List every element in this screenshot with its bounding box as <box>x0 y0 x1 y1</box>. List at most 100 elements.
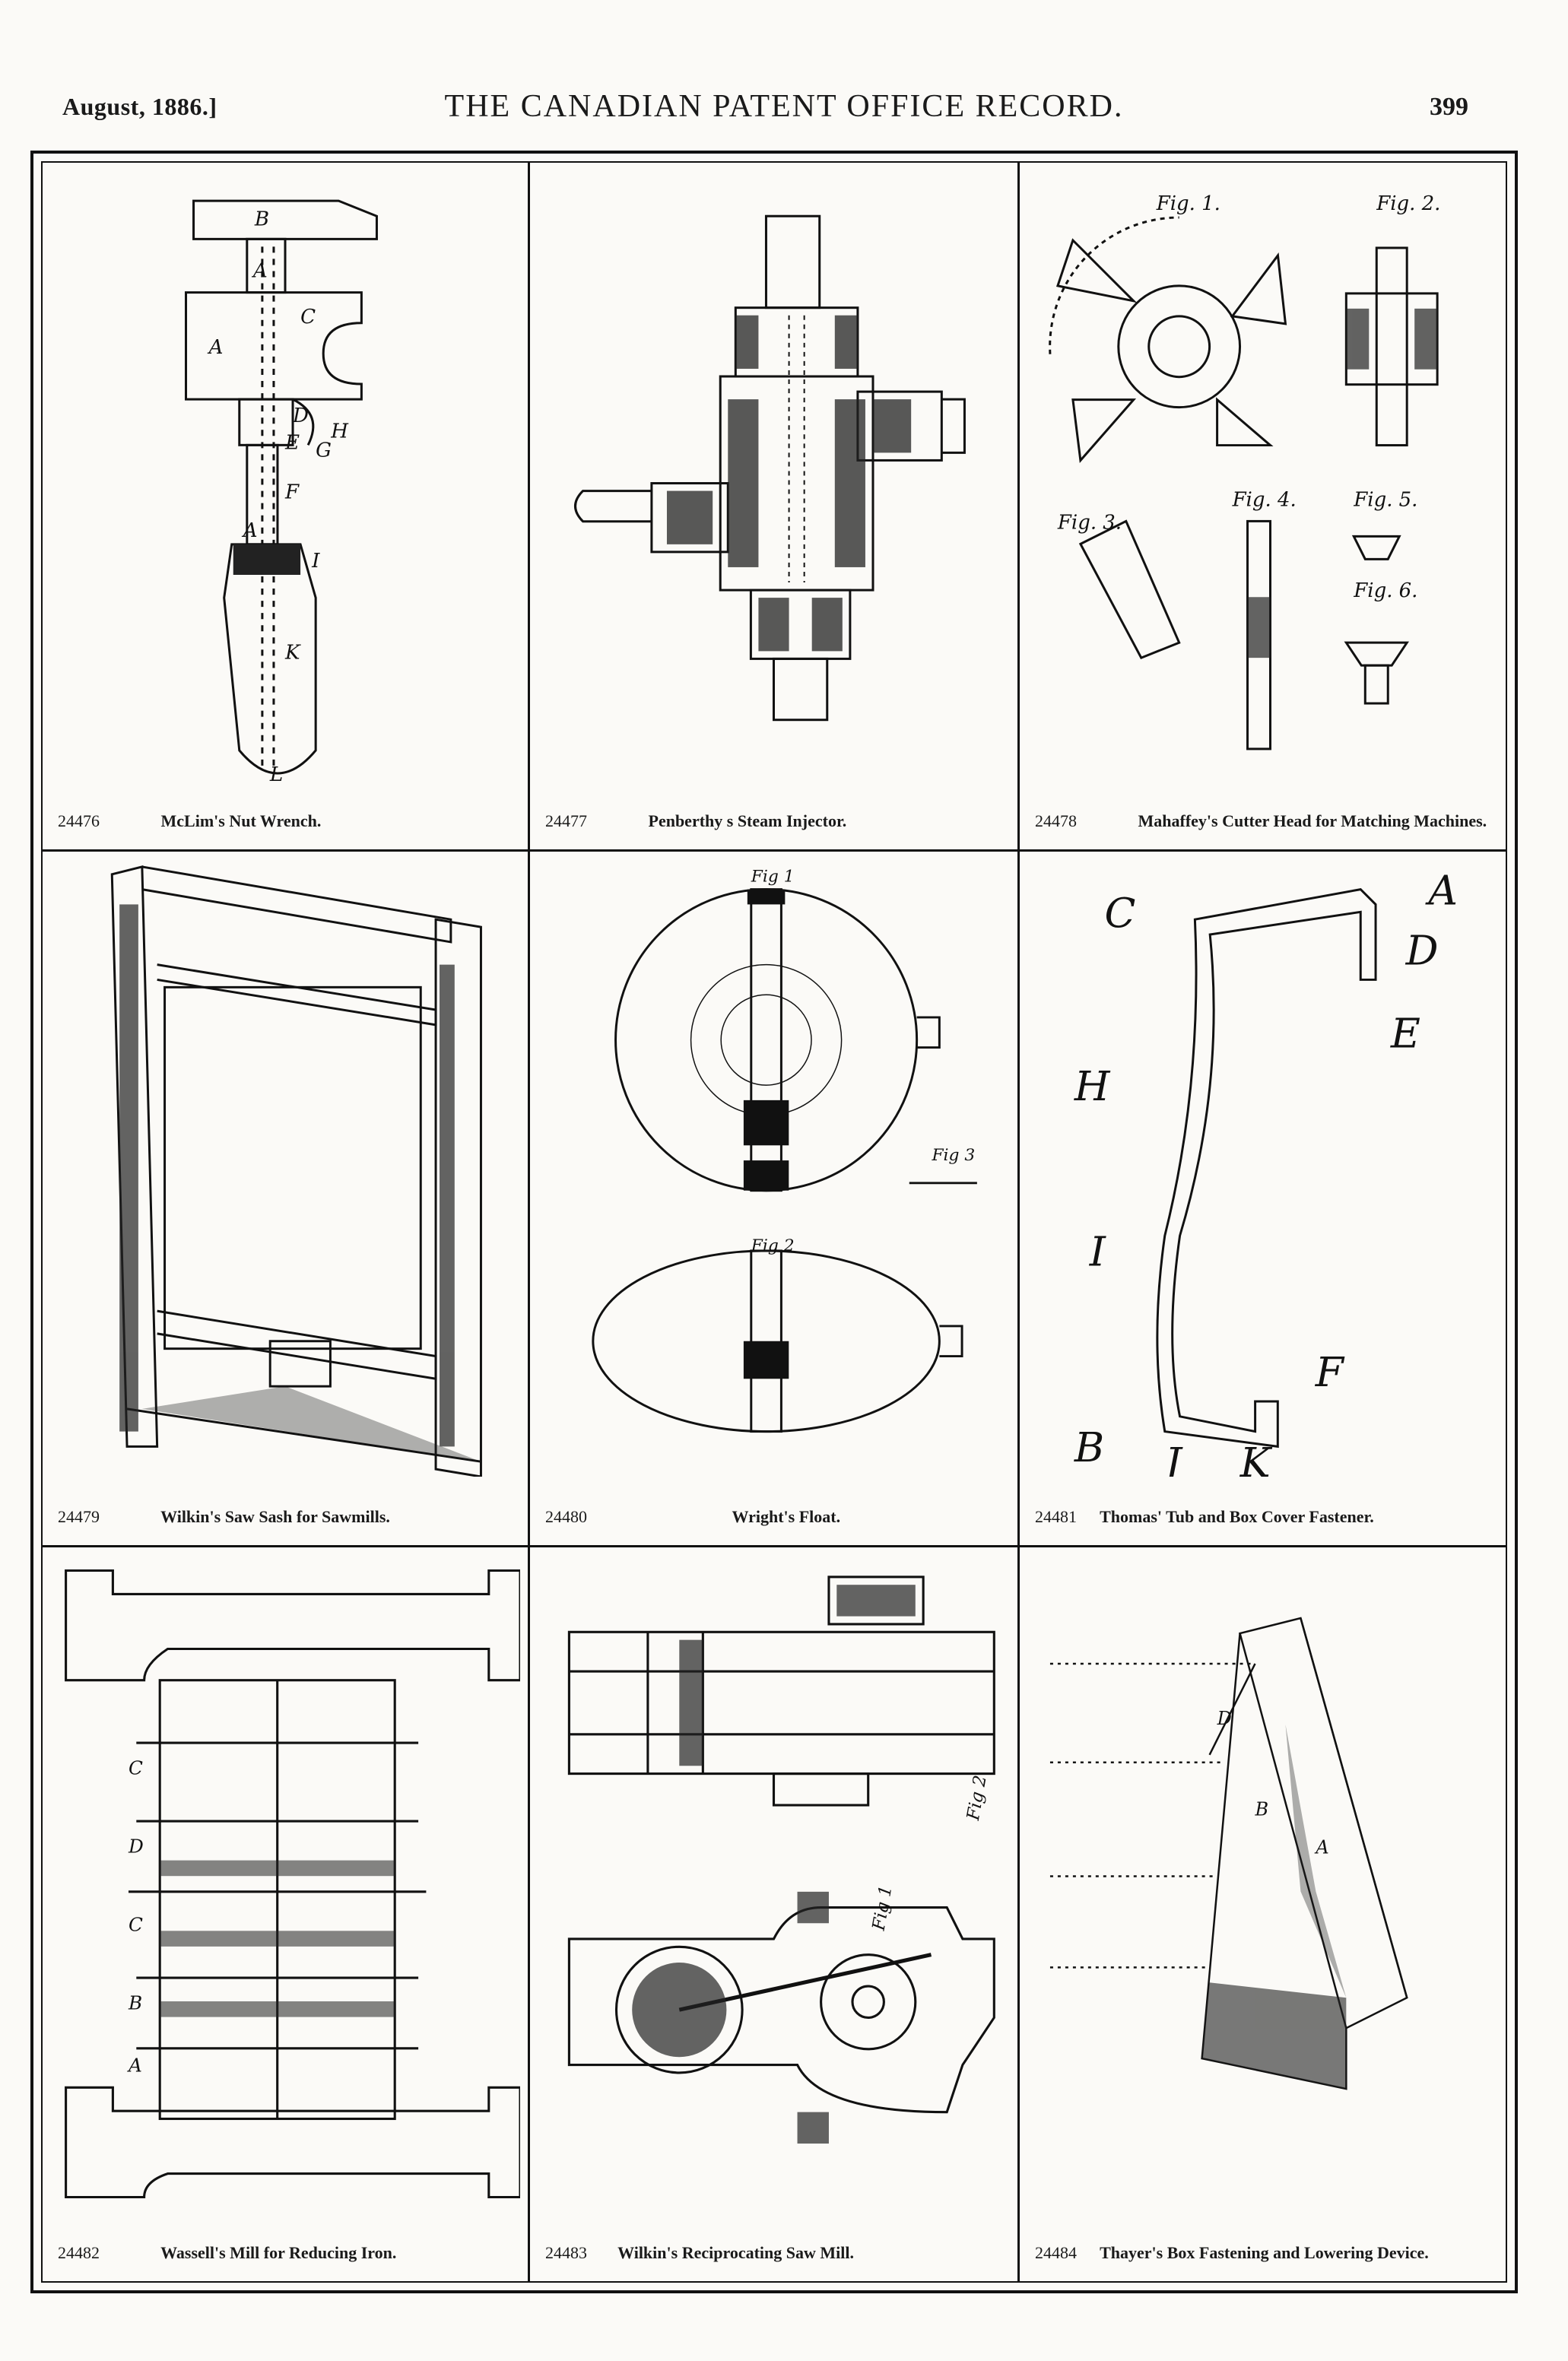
patent-caption: 24484 Thayer's Box Fastening and Lowerin… <box>1035 2242 1493 2264</box>
wrench-label: D <box>292 405 309 427</box>
cutter-drawing: Fig. 1. Fig. 2. Fig. 3. Fig. 4. Fig. 5. … <box>1049 192 1440 751</box>
fastener-label: A <box>1424 866 1458 914</box>
patent-number: 24482 <box>58 2243 100 2263</box>
plate-inner-frame: B A C A D H E G F A I K L <box>41 161 1507 2283</box>
patent-title: McLim's Nut Wrench. <box>160 811 322 831</box>
wrench-label: F <box>284 481 300 504</box>
box-drawing: A B D <box>1049 1617 1408 2090</box>
sawmill-drawing: Fig 2 Fig 1 <box>567 1576 995 2144</box>
mill-label: C <box>129 1756 143 1779</box>
cutter-figure-label: Fig. 2. <box>1376 192 1440 215</box>
wrench-label: A <box>208 336 224 359</box>
fastener-label: F <box>1315 1348 1345 1396</box>
patent-caption: 24482 Wassell's Mill for Reducing Iron. <box>58 2242 516 2264</box>
publication-title: THE CANADIAN PATENT OFFICE RECORD. <box>444 89 1124 124</box>
fastener-label: D <box>1405 927 1439 975</box>
patent-caption: 24480 Wright's Float. <box>545 1506 1005 1528</box>
fastener-label: K <box>1239 1439 1273 1477</box>
wrench-label: A <box>252 260 268 283</box>
box-label: A <box>1314 1837 1328 1858</box>
patent-caption: 24483 Wilkin's Reciprocating Saw Mill. <box>545 2242 1005 2264</box>
patent-caption: 24477 Penberthy s Steam Injector. <box>545 811 1005 833</box>
fastener-label: C <box>1105 889 1136 937</box>
page-header: August, 1886.] THE CANADIAN PATENT OFFIC… <box>0 0 1568 152</box>
wrench-label: L <box>269 763 283 781</box>
patent-title: Mahaffey's Cutter Head for Matching Mach… <box>1138 811 1487 831</box>
fastener-label: I <box>1089 1228 1106 1276</box>
wrench-label: K <box>284 641 301 664</box>
patent-title: Thayer's Box Fastening and Lowering Devi… <box>1100 2243 1429 2263</box>
fastener-label: J <box>1158 1439 1183 1477</box>
patent-cell-24482: C D C B A 24482 Wassell's Mill for Reduc… <box>43 1547 530 2281</box>
fastener-drawing: A C D E H I F B J K <box>1074 866 1458 1477</box>
wrench-label: I <box>311 550 320 573</box>
cutter-figure-label: Fig. 4. <box>1232 488 1297 511</box>
injector-illustration <box>538 170 1010 781</box>
wrench-label: G <box>316 439 332 462</box>
mill-label: A <box>127 2055 142 2077</box>
float-drawing: Fig 1 Fig 2 Fig 3 <box>592 868 977 1433</box>
box-illustration: A B D <box>1027 1555 1498 2213</box>
saw-sash-drawing <box>110 865 482 1477</box>
patent-grid: B A C A D H E G F A I K L <box>43 163 1506 2281</box>
patent-number: 24480 <box>545 1507 587 1527</box>
float-figure-label: Fig 3 <box>931 1146 975 1165</box>
patent-title: Wilkin's Reciprocating Saw Mill. <box>617 2243 854 2263</box>
patent-cell-24483: Fig 2 Fig 1 24483 Wilkin's Reciprocating… <box>530 1547 1020 2281</box>
patent-number: 24481 <box>1035 1507 1077 1527</box>
mill-drawing: C D C B A <box>65 1569 520 2199</box>
sawmill-figure-label: Fig 2 <box>963 1774 991 1823</box>
fastener-illustration: A C D E H I F B J K <box>1027 859 1498 1477</box>
wrench-illustration: B A C A D H E G F A I K L <box>50 170 520 781</box>
injector-drawing <box>574 214 966 722</box>
box-label: D <box>1217 1708 1232 1729</box>
wrench-label: A <box>242 519 258 542</box>
issue-date: August, 1886.] <box>62 93 217 120</box>
patent-cell-24479: 24479 Wilkin's Saw Sash for Sawmills. <box>43 852 530 1547</box>
fastener-label: H <box>1074 1062 1111 1110</box>
wrench-label: B <box>254 208 269 230</box>
wrench-drawing: B A C A D H E G F A I K L <box>185 199 378 781</box>
patent-title: Penberthy s Steam Injector. <box>648 811 847 831</box>
cutter-illustration: Fig. 1. Fig. 2. Fig. 3. Fig. 4. Fig. 5. … <box>1027 170 1498 781</box>
fastener-label: E <box>1390 1010 1420 1058</box>
patent-caption: 24476 McLim's Nut Wrench. <box>58 811 516 833</box>
sawmill-figure-label: Fig 1 <box>869 1884 897 1933</box>
patent-cell-24478: Fig. 1. Fig. 2. Fig. 3. Fig. 4. Fig. 5. … <box>1020 163 1506 852</box>
cutter-figure-label: Fig. 6. <box>1353 579 1417 602</box>
patent-cell-24477: 24477 Penberthy s Steam Injector. <box>530 163 1020 852</box>
page-number: 399 <box>1430 93 1468 121</box>
box-label: B <box>1255 1799 1269 1820</box>
float-illustration: Fig 1 Fig 2 Fig 3 <box>538 859 1010 1477</box>
wrench-label: C <box>300 306 316 328</box>
float-figure-label: Fig 1 <box>751 868 795 887</box>
patent-number: 24484 <box>1035 2243 1077 2263</box>
mill-illustration: C D C B A <box>50 1555 520 2213</box>
patent-number: 24477 <box>545 811 587 831</box>
saw-sash-illustration <box>50 859 520 1477</box>
patent-caption: 24479 Wilkin's Saw Sash for Sawmills. <box>58 1506 516 1528</box>
mill-label: C <box>129 1913 143 1935</box>
patent-title: Wassell's Mill for Reducing Iron. <box>160 2243 397 2263</box>
sawmill-illustration: Fig 2 Fig 1 <box>538 1555 1010 2213</box>
cutter-figure-label: Fig. 1. <box>1156 192 1220 215</box>
patent-cell-24476: B A C A D H E G F A I K L <box>43 163 530 852</box>
plate-frame: B A C A D H E G F A I K L <box>30 151 1518 2293</box>
cutter-figure-label: Fig. 3. <box>1057 511 1122 534</box>
patent-caption: 24478 Mahaffey's Cutter Head for Matchin… <box>1035 811 1493 833</box>
patent-caption: 24481 Thomas' Tub and Box Cover Fastener… <box>1035 1506 1493 1528</box>
patent-title: Wilkin's Saw Sash for Sawmills. <box>160 1507 390 1527</box>
patent-number: 24478 <box>1035 811 1077 831</box>
cutter-figure-label: Fig. 5. <box>1353 488 1417 511</box>
patent-number: 24476 <box>58 811 100 831</box>
patent-number: 24483 <box>545 2243 587 2263</box>
patent-title: Wright's Float. <box>732 1507 841 1527</box>
fastener-label: B <box>1074 1423 1104 1471</box>
patent-cell-24484: A B D 24484 Thayer's Box Fastening and L… <box>1020 1547 1506 2281</box>
mill-label: B <box>128 1991 142 2014</box>
wrench-label: H <box>330 420 349 443</box>
mill-label: D <box>128 1835 144 1857</box>
wrench-label: E <box>284 431 300 454</box>
patent-cell-24481: A C D E H I F B J K 24 <box>1020 852 1506 1547</box>
patent-number: 24479 <box>58 1507 100 1527</box>
